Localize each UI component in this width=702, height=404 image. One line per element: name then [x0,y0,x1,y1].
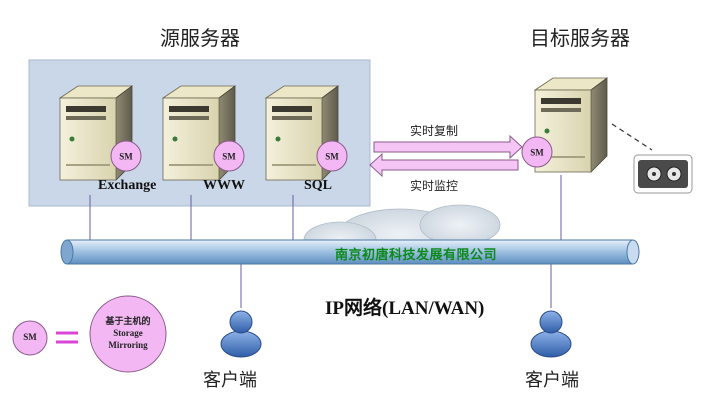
tape-drive-icon [633,154,693,194]
client-label: 客户端 [203,370,257,391]
target-group-title: 目标服务器 [530,26,630,50]
legend-description-circle [89,295,167,373]
legend-line-1: 基于主机的 [105,316,151,326]
www-server-icon: SM [161,85,245,181]
sm-badge-label: SM [325,152,339,162]
sql-server-icon: SM [264,85,348,181]
sm-badge-label: SM [222,152,236,162]
client-person-icon [530,310,572,358]
legend-sm-label: SM [23,332,37,342]
sm-badge [213,140,245,172]
legend-line-2: Storage [113,328,143,338]
sql-server-label: SQL [304,178,333,193]
exchange-server-icon: SM [58,85,142,181]
client-person-icon [220,310,262,358]
target-server-icon: SM [521,77,609,173]
monitoring-label: 实时监控 [410,179,459,193]
replication-label: 实时复制 [410,124,459,138]
replication-arrow [373,134,523,160]
source-group-title: 源服务器 [160,26,240,50]
exchange-server-label: Exchange [98,178,157,193]
client-label: 客户端 [525,370,579,391]
network-pipe [60,239,640,265]
network-label: IP网络(LAN/WAN) [325,298,485,319]
sm-badge [521,136,553,168]
legend-line-3: Mirroring [108,340,148,350]
sm-badge [316,140,348,172]
sm-badge-label: SM [119,152,133,162]
www-server-label: WWW [203,178,245,193]
sm-badge [110,140,142,172]
legend-sm-circle [12,320,48,356]
monitoring-arrow [369,152,519,178]
company-watermark: 南京初唐科技发展有限公司 [335,248,498,263]
sm-badge-label: SM [530,148,544,158]
tape-link [611,123,653,151]
